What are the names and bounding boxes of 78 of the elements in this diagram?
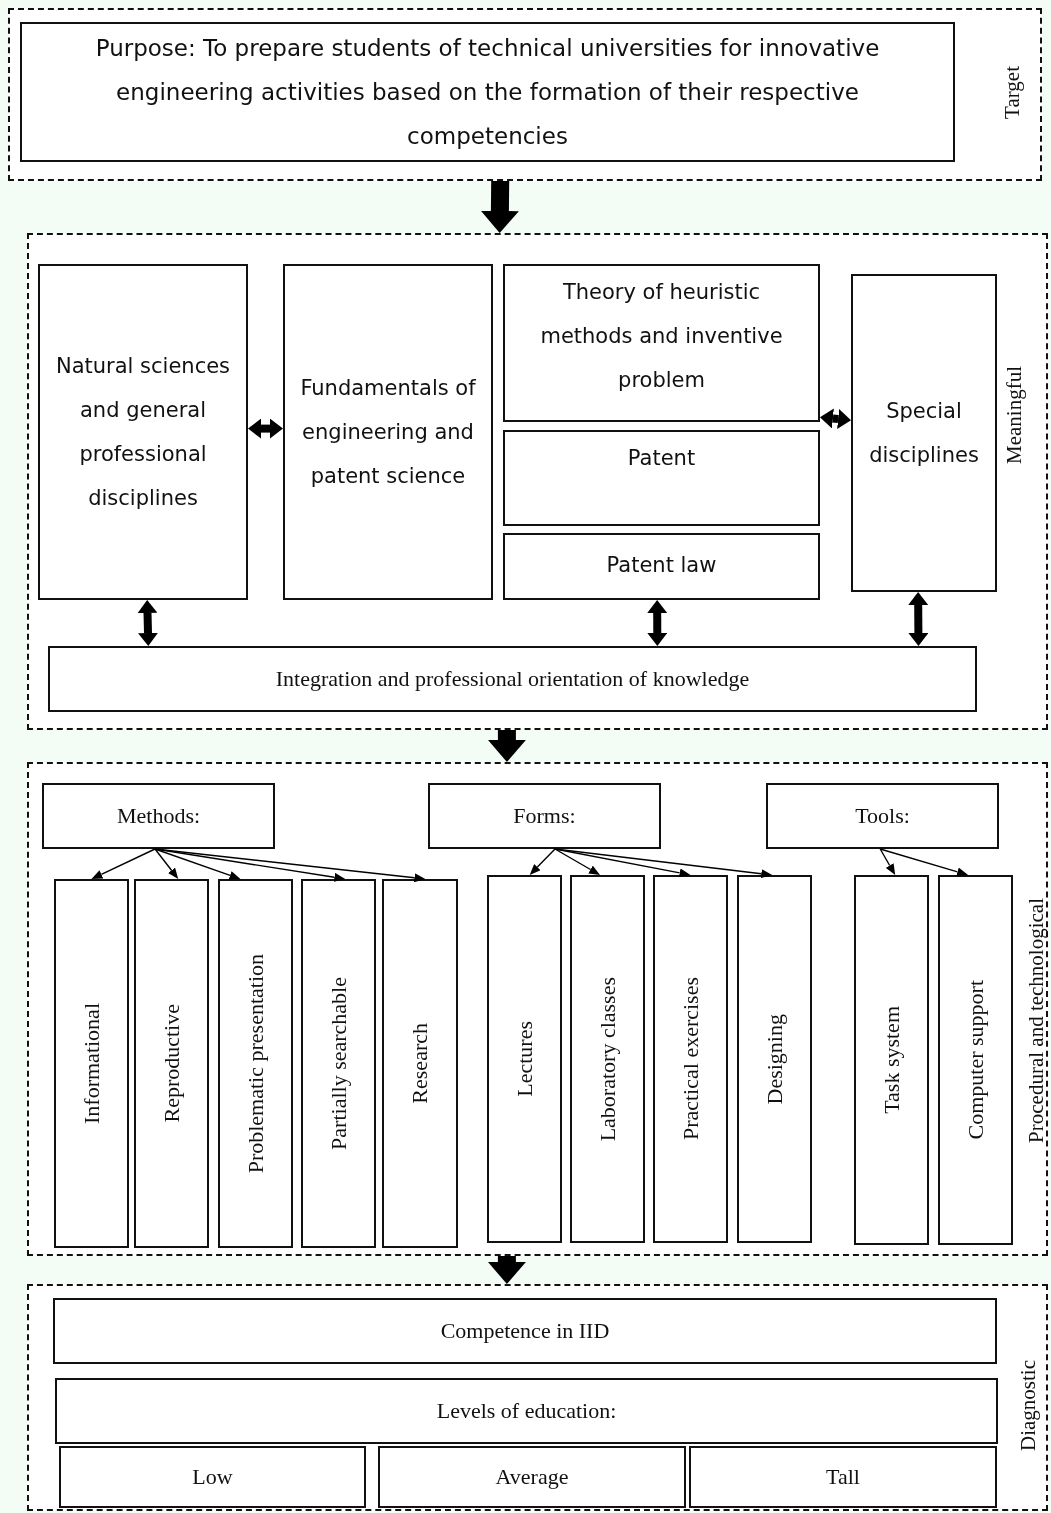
section-label: Target: [1000, 66, 1025, 119]
box-text: Forms:: [513, 802, 576, 830]
text-box: [689, 1446, 997, 1508]
text-box: [48, 646, 977, 712]
arrow: [91, 848, 156, 879]
block-arrow: [487, 1256, 526, 1284]
box-text: Natural sciences and general professional disciplines: [54, 353, 232, 512]
text-box: [301, 879, 376, 1248]
text-box: [42, 783, 275, 849]
text-box: [503, 533, 820, 600]
box-text: Tall: [826, 1463, 860, 1491]
box-text: Patent: [627, 445, 696, 472]
box-text: Low: [192, 1463, 233, 1491]
arrow: [154, 848, 179, 879]
section-frame: [27, 233, 1048, 730]
text-box: [570, 875, 645, 1243]
block-arrow: [480, 180, 519, 233]
text-box: [53, 1298, 997, 1364]
arrow: [554, 848, 601, 875]
double-arrow: [908, 592, 929, 646]
box-text: Tools:: [855, 802, 910, 830]
section-frame: [27, 1284, 1048, 1511]
box-text: Practical exercises: [676, 977, 704, 1141]
box-text: Theory of heuristic methods and inventive problem: [539, 279, 784, 394]
text-box: [283, 264, 493, 600]
text-box: [766, 783, 999, 849]
box-text: Competence in IID: [440, 1317, 610, 1345]
section-label: Meaningful: [1002, 366, 1027, 464]
box-text: Laboratory classes: [593, 976, 621, 1142]
text-box: [54, 879, 129, 1248]
text-box: [487, 875, 562, 1243]
text-box: [134, 879, 209, 1248]
block-arrow: [487, 730, 526, 762]
box-text: Methods:: [116, 802, 201, 830]
text-box: [378, 1446, 686, 1508]
text-box: [20, 22, 955, 162]
double-arrow: [137, 600, 158, 646]
box-text: Problematic presentation: [241, 953, 269, 1174]
section-label: Diagnostic: [1016, 1359, 1041, 1451]
section-frame: [8, 8, 1042, 181]
text-box: [55, 1378, 998, 1444]
box-text: Special disciplines: [868, 398, 980, 469]
double-arrow: [819, 408, 852, 429]
section-frame: [27, 762, 1048, 1256]
box-text: Average: [495, 1463, 569, 1491]
box-text: Research: [406, 1023, 433, 1104]
box-text: Patent law: [606, 552, 717, 579]
text-box: [428, 783, 661, 849]
double-arrow: [647, 600, 668, 646]
arrow: [879, 848, 896, 876]
section-label: Procedural and technological: [1024, 897, 1049, 1143]
box-text: Informational: [77, 1003, 105, 1124]
box-text: Fundamentals of engineering and patent science: [299, 375, 477, 490]
text-box: [503, 430, 820, 526]
text-box: [59, 1446, 366, 1508]
box-text: Purpose: To prepare students of technical universities for innovative engineering activities based on the formation of their respective competencies: [94, 34, 881, 151]
text-box: [854, 875, 929, 1245]
box-text: Designing: [760, 1013, 788, 1105]
text-box: [938, 875, 1013, 1245]
text-box: [503, 264, 820, 422]
box-text: Levels of education:: [436, 1397, 617, 1425]
box-text: Lectures: [510, 1021, 538, 1097]
text-box: [218, 879, 293, 1248]
box-text: Partially searchable: [324, 977, 352, 1150]
arrow: [879, 848, 969, 877]
text-box: [38, 264, 248, 600]
arrow: [529, 848, 556, 875]
box-text: Computer support: [961, 980, 989, 1140]
text-box: [653, 875, 728, 1243]
box-text: Reproductive: [157, 1004, 185, 1123]
text-box: [851, 274, 997, 592]
double-arrow: [248, 418, 283, 439]
box-text: Task system: [877, 1006, 905, 1114]
arrow: [554, 848, 773, 879]
box-text: Integration and professional orientation of knowledge: [275, 665, 750, 693]
arrow: [154, 848, 241, 880]
text-box: [382, 879, 458, 1248]
text-box: [737, 875, 812, 1243]
